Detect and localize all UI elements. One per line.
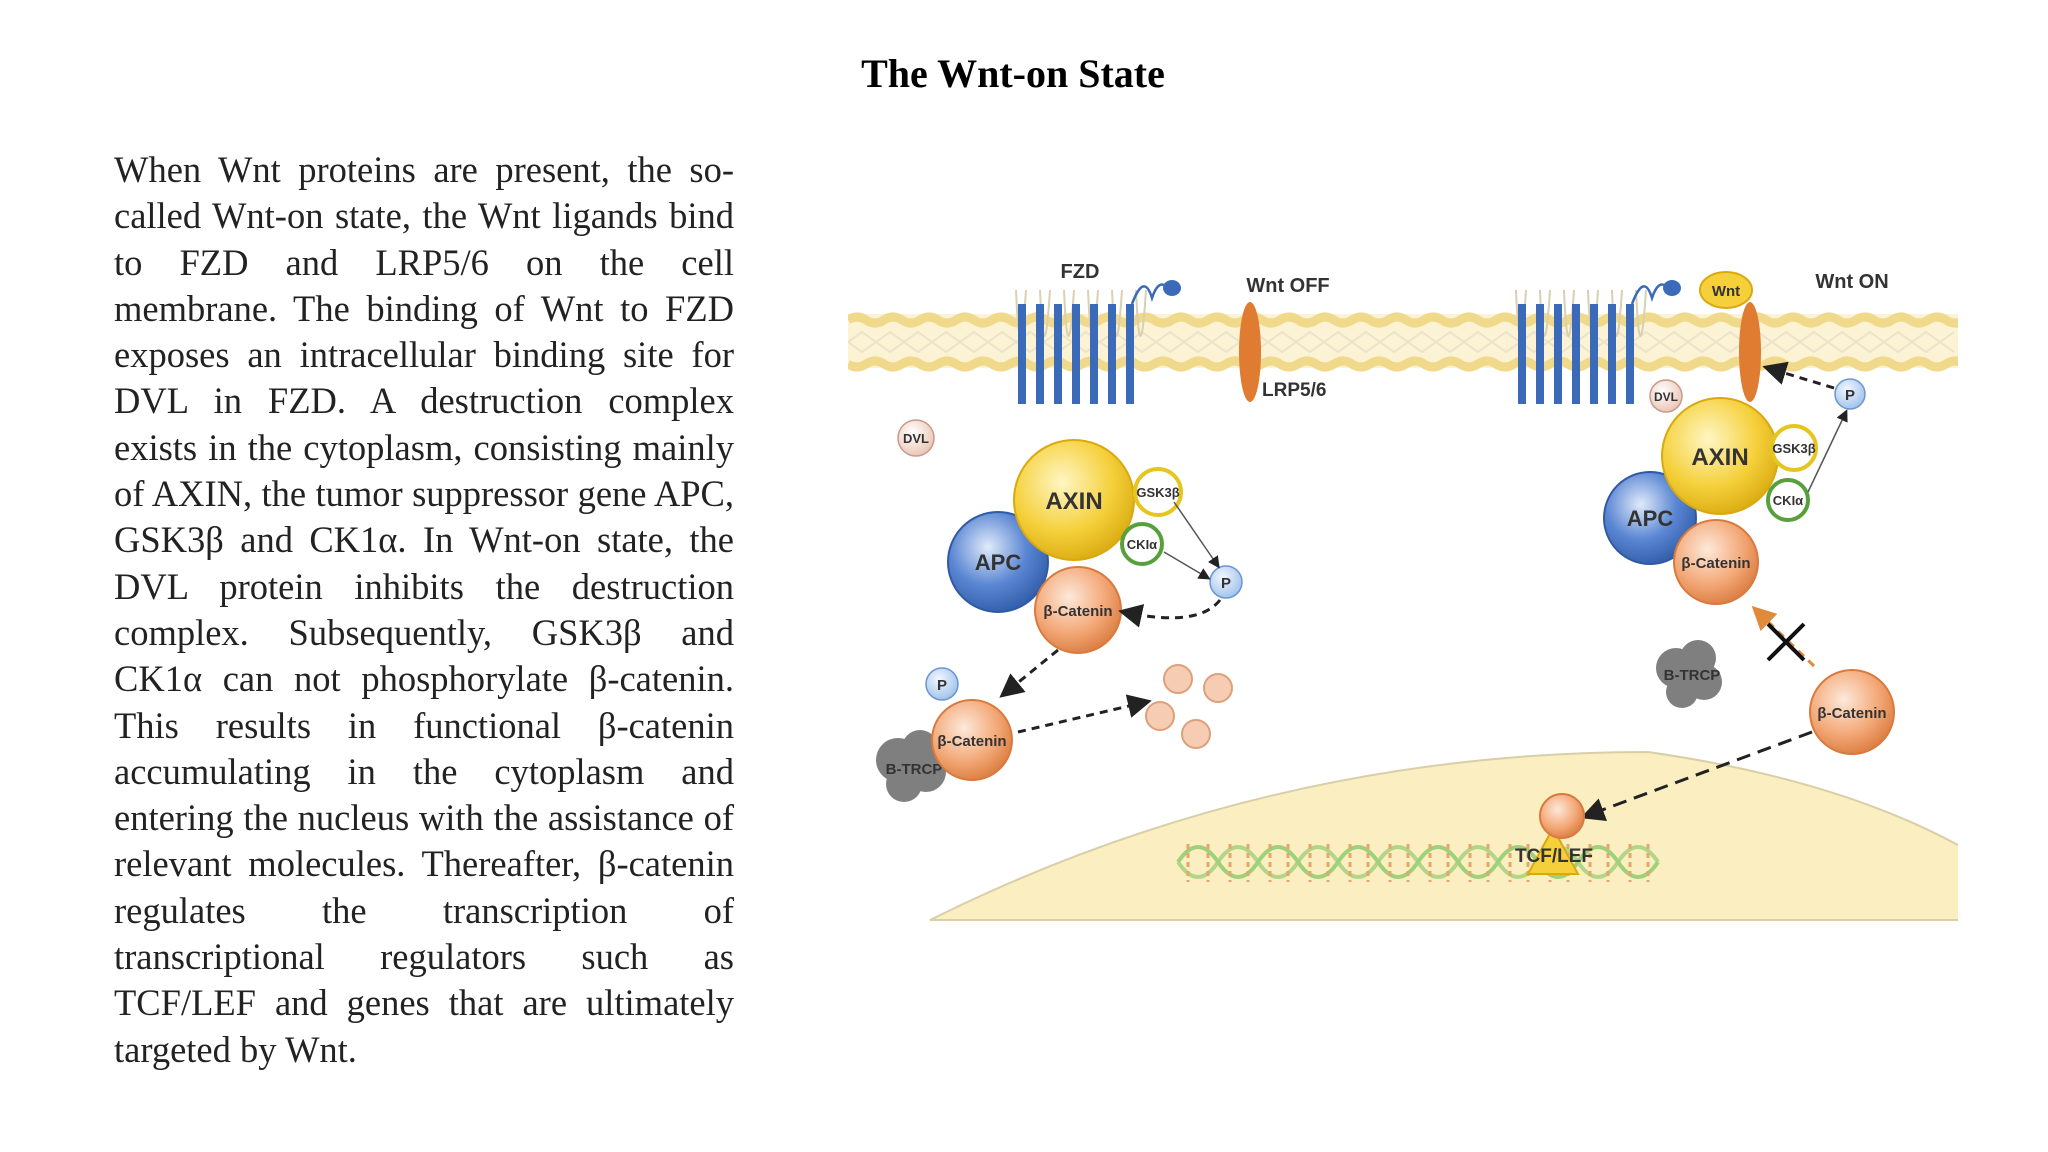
bcatenin-degraded-label: β-Catenin — [937, 733, 1006, 750]
apc-off-label: APC — [975, 550, 1022, 575]
apc-off — [947, 511, 1049, 613]
lrp-receptor-off — [1239, 302, 1261, 402]
bcatenin-on-complex — [1673, 519, 1759, 605]
bcatenin-on-complex-label: β-Catenin — [1681, 555, 1750, 572]
body-paragraph: When Wnt proteins are present, the so-ca… — [114, 149, 734, 1070]
btrcp-off — [876, 730, 946, 802]
bcatenin-free-label: β-Catenin — [1817, 705, 1886, 722]
lrp-receptor-on — [1739, 302, 1761, 402]
ckia-off-label: CKIα — [1127, 537, 1157, 552]
slide-title: The Wnt-on State — [861, 51, 1165, 96]
bcatenin-free — [1809, 669, 1895, 755]
phosphate-on-label: P — [1845, 387, 1855, 404]
ckia-off — [1120, 522, 1164, 566]
ckia-on — [1766, 478, 1810, 522]
gsk3b-off-label: GSK3β — [1136, 485, 1179, 500]
axin-on-label: AXIN — [1691, 444, 1748, 471]
wnt-on-label: Wnt ON — [1815, 271, 1888, 293]
gsk3b-off — [1133, 467, 1183, 517]
btrcp-off-label: B-TRCP — [886, 761, 943, 778]
tcf-lef-label: TCF/LEF — [1515, 846, 1593, 867]
lrp-label-off: LRP5/6 — [1262, 380, 1326, 401]
degradation-fragments — [1145, 664, 1233, 749]
fzd-label: FZD — [1061, 261, 1100, 283]
btrcp-on — [1656, 640, 1722, 708]
dvl-off-label: DVL — [903, 431, 929, 446]
phosphate-off-1 — [1209, 565, 1243, 599]
apc-on-label: APC — [1627, 506, 1674, 531]
fzd-receptor-on — [1515, 280, 1681, 404]
gsk3b-on — [1770, 424, 1818, 472]
btrcp-on-label: B-TRCP — [1664, 667, 1721, 684]
dvl-on-label: DVL — [1654, 390, 1678, 404]
dvl-off — [897, 419, 935, 457]
nucleus — [929, 750, 1958, 921]
ckia-on-label: CKIα — [1773, 493, 1803, 508]
axin-off — [1013, 439, 1135, 561]
blocked-x — [1766, 622, 1806, 662]
fzd-receptor-off — [1015, 280, 1181, 404]
bcatenin-degraded — [931, 699, 1013, 781]
bcatenin-nuclear — [1539, 793, 1585, 839]
axin-off-label: AXIN — [1045, 488, 1102, 515]
wnt-pathway-diagram: FZD Wnt OFF LRP5/6 DVL APC AXIN GSK3β CK… — [848, 261, 1958, 921]
dna-helix — [1176, 844, 1660, 882]
phosphate-off-2 — [925, 667, 959, 701]
gsk3b-on-label: GSK3β — [1772, 441, 1815, 456]
cell-membrane — [848, 312, 1958, 372]
phosphate-off-1-label: P — [1221, 575, 1231, 592]
phosphate-off-2-label: P — [937, 677, 947, 694]
apc-on — [1603, 471, 1697, 565]
wnt-off-label: Wnt OFF — [1246, 275, 1329, 297]
bcatenin-off-label: β-Catenin — [1043, 603, 1112, 620]
phosphate-on — [1834, 378, 1866, 410]
tcf-lef-factor — [1526, 825, 1580, 875]
dvl-on — [1649, 379, 1683, 413]
wnt-ligand-label: Wnt — [1712, 283, 1740, 300]
wnt-ligand — [1699, 271, 1753, 309]
